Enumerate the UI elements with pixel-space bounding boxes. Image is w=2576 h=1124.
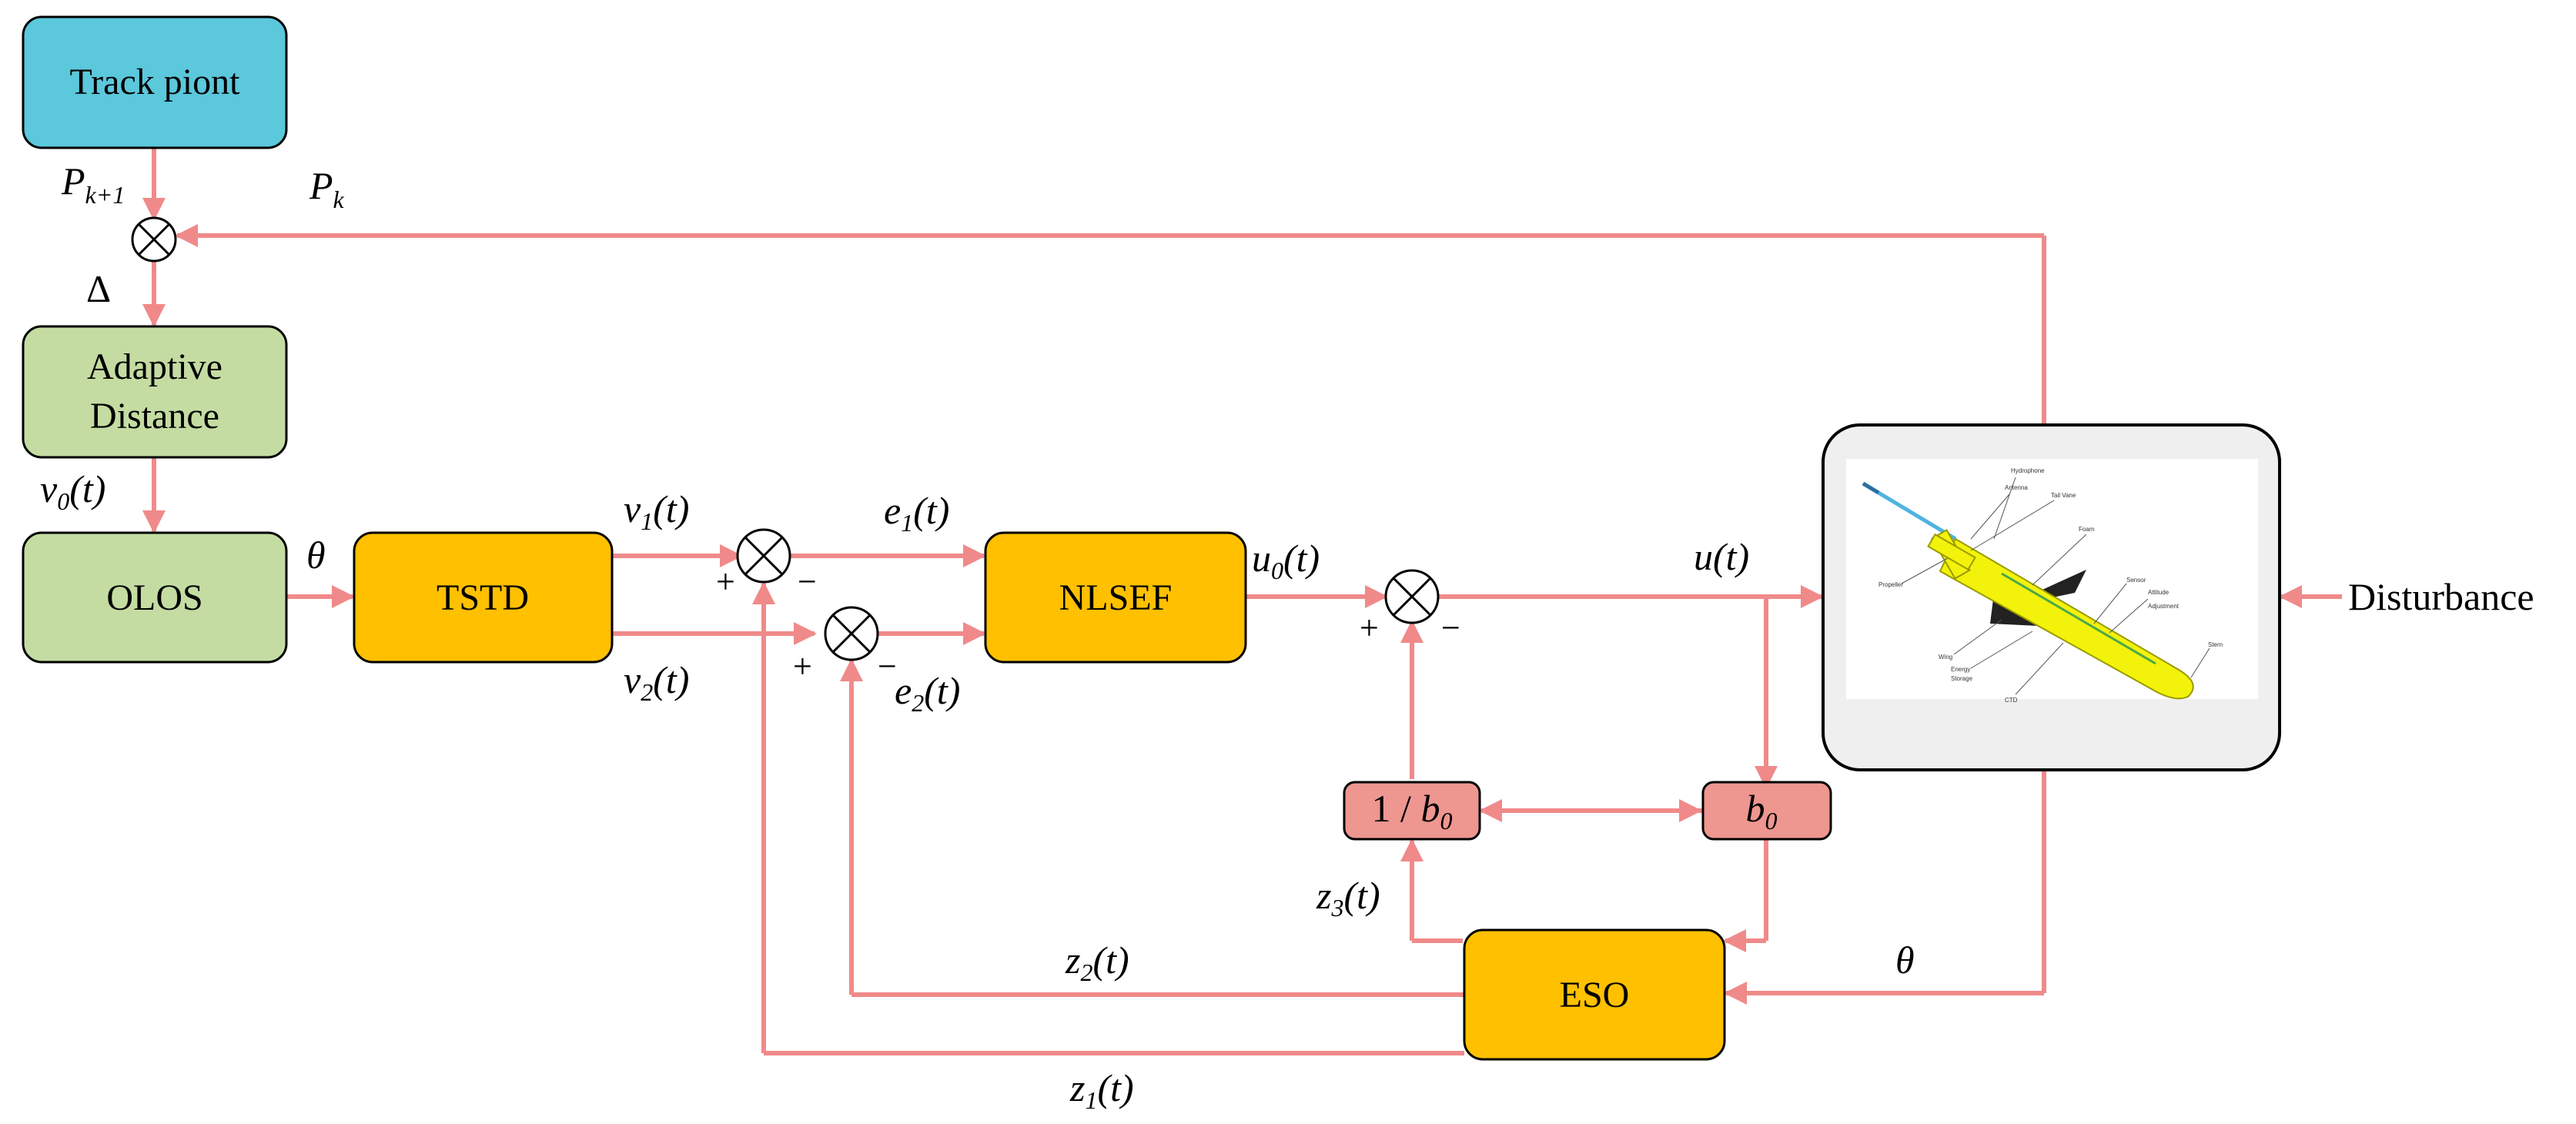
callout-ctd: CTD: [2005, 697, 2018, 704]
nlsef-label: NLSEF: [1059, 577, 1173, 618]
callout-adjustment: Adjustment: [2148, 603, 2180, 610]
callout-storage: Storage: [1951, 675, 1973, 682]
svg-text:1 / b0: 1 / b0: [1372, 787, 1453, 835]
label-delta: Δ: [86, 267, 111, 310]
label-e2: e2(t): [895, 669, 960, 717]
label-p-k: Pk: [309, 164, 345, 213]
label-z3: z3(t): [1316, 874, 1380, 922]
label-z2: z2(t): [1065, 938, 1129, 986]
callout-sensor: Sensor: [2126, 577, 2146, 584]
label-v2: v2(t): [624, 658, 689, 706]
vehicle-plant-block: Antenna Hydrophone Tail Vane Foam Propel…: [1822, 423, 2281, 771]
inverse-b0-prefix: 1 /: [1372, 787, 1421, 830]
sign-plus-e2: +: [793, 647, 812, 685]
adaptive-label-line1: Adaptive: [87, 346, 222, 387]
summing-junction-e1: [736, 528, 791, 584]
eso-block: ESO: [1463, 928, 1726, 1061]
sign-minus-e1: −: [798, 563, 817, 600]
label-v0: v0(t): [40, 467, 105, 515]
callout-wing: Wing: [1939, 654, 1952, 661]
svg-text:b0: b0: [1746, 787, 1778, 835]
inverse-b0-block: 1 / b0: [1343, 781, 1481, 841]
label-z1: z1(t): [1069, 1066, 1134, 1114]
callout-propeller: Propeller: [1878, 581, 1903, 588]
label-v1: v1(t): [624, 487, 689, 535]
b0-sub: 0: [1765, 807, 1778, 835]
label-u0: u0(t): [1252, 537, 1320, 584]
adaptive-distance-block: Adaptive Distance: [22, 325, 288, 459]
olos-label: OLOS: [106, 577, 202, 618]
disturbance-label: Disturbance: [2348, 575, 2534, 618]
callout-foam: Foam: [2079, 526, 2095, 533]
summing-junction-u: [1384, 569, 1440, 624]
eso-label: ESO: [1560, 975, 1630, 1015]
callout-tail-vane: Tail Vane: [2051, 492, 2076, 499]
adaptive-label-line2: Distance: [90, 396, 219, 437]
olos-block: OLOS: [22, 531, 288, 664]
tstd-block: TSTD: [353, 531, 614, 664]
callout-hydrophone: Hydrophone: [2011, 467, 2045, 474]
callout-antenna: Antenna: [2005, 484, 2028, 491]
signal-wires: [142, 148, 2342, 1055]
callout-stern: Stern: [2208, 641, 2223, 648]
b0-base: b: [1746, 787, 1765, 830]
underwater-glider-image: [1862, 481, 2194, 700]
sign-plus-u: +: [1360, 609, 1379, 647]
track-point-block: Track piont: [22, 15, 288, 149]
nlsef-block: NLSEF: [984, 531, 1247, 664]
summing-junction-track: [131, 216, 177, 263]
sign-plus-e1: +: [716, 563, 735, 600]
label-theta-feedback: θ: [1895, 938, 1915, 982]
sign-minus-u: −: [1441, 609, 1460, 647]
tstd-label: TSTD: [437, 577, 529, 618]
callout-energy: Energy: [1951, 666, 1970, 673]
sign-minus-e2: −: [878, 647, 897, 685]
track-point-label: Track piont: [70, 62, 241, 102]
inverse-b0-sub: 0: [1440, 807, 1452, 835]
summing-junction-e2: [824, 606, 879, 661]
callout-attitude: Attitude: [2148, 589, 2170, 596]
inverse-b0-base: b: [1420, 787, 1440, 830]
b0-block: b0: [1701, 781, 1832, 841]
label-p-k1: Pk+1: [61, 159, 125, 209]
label-e1: e1(t): [884, 489, 949, 537]
vehicle-callouts: Antenna Hydrophone Tail Vane Foam Propel…: [1878, 467, 2223, 704]
label-u: u(t): [1694, 535, 1749, 578]
label-theta-olos: θ: [306, 534, 326, 577]
